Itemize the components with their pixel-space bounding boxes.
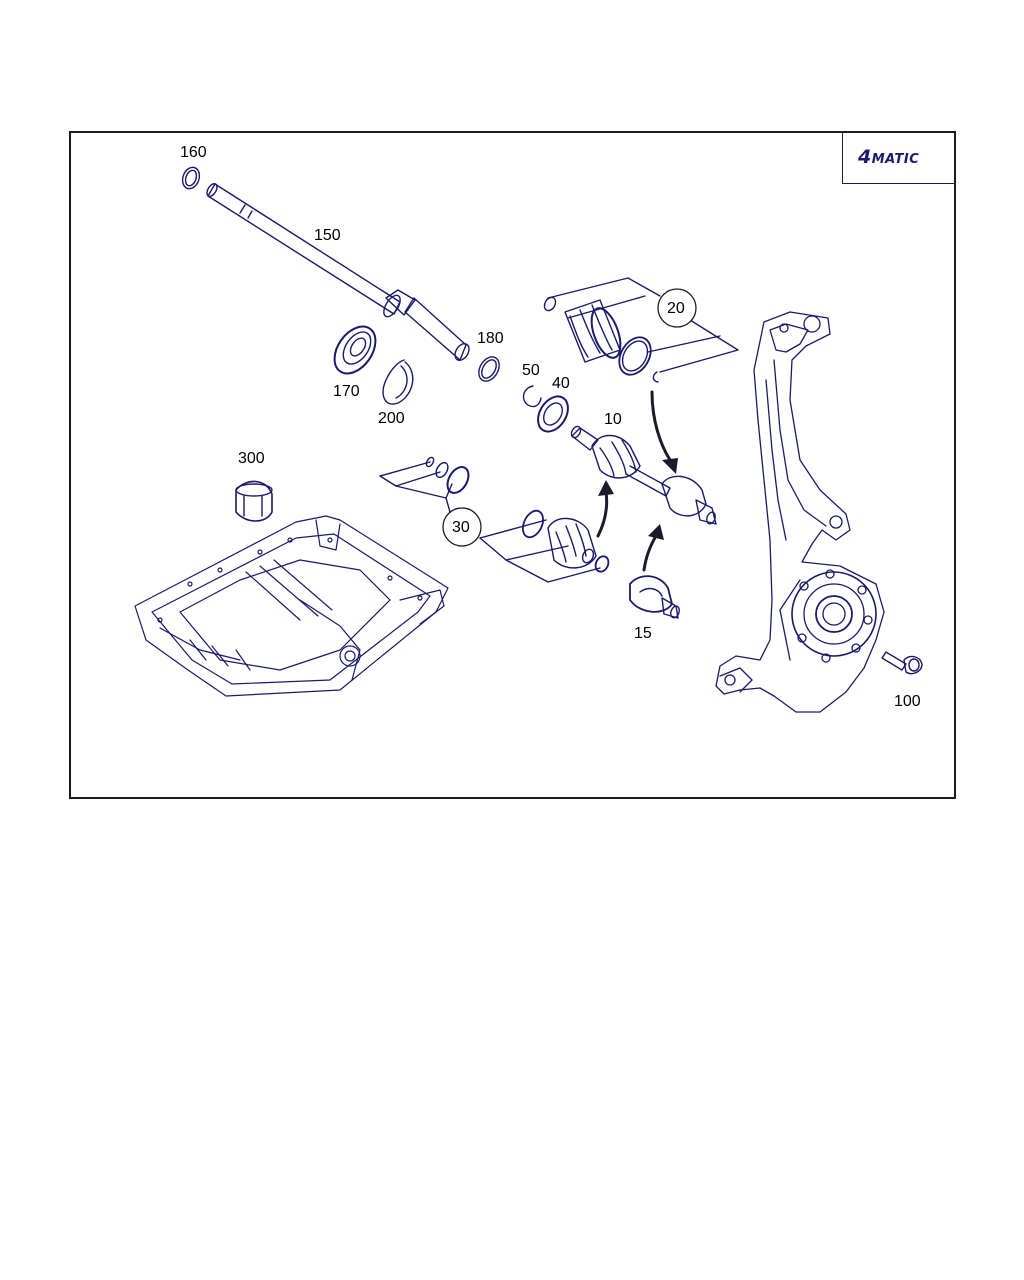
bolt-100-drawing [881, 651, 923, 675]
part-label-10: 10 [604, 411, 622, 428]
part-label-150: 150 [314, 227, 341, 244]
bushing-300-drawing [235, 480, 273, 522]
kit-label-20: 20 [667, 300, 685, 317]
arrow-to-shaft-from-30 [596, 480, 614, 538]
steering-knuckle-drawing [715, 311, 885, 713]
kit-20-parts-drawing [543, 296, 659, 383]
part-label-15: 15 [634, 625, 652, 642]
ring-160-drawing [181, 166, 201, 190]
ring-180-drawing [478, 356, 500, 382]
intermediate-shaft-150-drawing [206, 182, 470, 361]
snap-ring-200-drawing [382, 359, 414, 405]
seal-40-drawing [537, 395, 569, 433]
kit-20-callout-circle [657, 288, 697, 328]
arrow-to-shaft-from-15 [642, 524, 664, 572]
kit-30-callout-circle [442, 507, 482, 547]
circlip-50-drawing [522, 385, 542, 408]
part-label-180: 180 [477, 330, 504, 347]
part-label-50: 50 [522, 362, 540, 379]
cv-joint-15-drawing [629, 575, 680, 619]
oil-pan-housing-drawing [134, 515, 449, 697]
logo-digit: 4 [858, 146, 872, 168]
part-label-200: 200 [378, 410, 405, 427]
part-label-170: 170 [333, 383, 360, 400]
part-label-300: 300 [238, 450, 265, 467]
kit-20-leaders [547, 277, 739, 373]
4matic-logo-box [842, 131, 956, 184]
kit-label-30: 30 [452, 519, 470, 536]
drive-shaft-10-drawing [570, 425, 717, 525]
diagram-frame [69, 131, 956, 799]
shaft-seal-170-drawing [333, 325, 377, 375]
logo-word: MATIC [871, 152, 920, 167]
part-label-40: 40 [552, 375, 570, 392]
part-label-100: 100 [894, 693, 921, 710]
kit-30-parts-drawing [425, 456, 610, 573]
part-label-160: 160 [180, 144, 207, 161]
kit-30-leaders [379, 461, 601, 583]
4matic-logo: 4MATIC [858, 146, 919, 168]
arrow-to-joint-right [650, 390, 678, 474]
